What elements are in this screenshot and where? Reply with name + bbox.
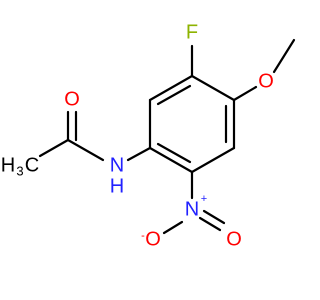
methoxy-oxygen-atom-label: O xyxy=(258,70,274,92)
structure-diagram: F O N H O H 3 C N + O - O xyxy=(1,21,296,250)
amide-nitrogen-symbol: N xyxy=(110,154,124,176)
bond-c4-methoxy-oxygen xyxy=(232,85,258,102)
nitro-oxygen-anion-label: O - xyxy=(141,228,161,250)
bond-carbonyl-methyl xyxy=(38,138,70,158)
nitro-oxygen-double-label: O xyxy=(226,228,242,250)
nitro-nitrogen-label: N + xyxy=(185,193,207,220)
nitro-nitrogen-charge: + xyxy=(201,193,207,205)
ring-bond-c5-c6 xyxy=(190,146,236,174)
bond-c1-amide-nitrogen xyxy=(126,146,152,162)
bond-nitro-nitrogen-oxygen-anion xyxy=(162,220,184,235)
methyl-h-count: 3 xyxy=(16,163,23,178)
bond-amide-nitrogen-carbonyl xyxy=(66,138,105,162)
ring-bond-c6-c1 xyxy=(148,146,194,174)
carbonyl-oxygen-atom-label: O xyxy=(64,88,80,110)
bond-nitro-nitrogen-oxygen-double-b xyxy=(202,209,226,225)
nitro-oxygen-anion-charge: - xyxy=(141,230,145,242)
methyl-h-symbol: H xyxy=(1,154,15,176)
bond-methoxy-oxygen-methyl xyxy=(272,38,296,74)
methyl-c-symbol: C xyxy=(25,154,39,176)
ring-bond-c2-c3 xyxy=(148,74,194,102)
amide-nh-label: N H xyxy=(110,154,124,197)
bond-nitro-nitrogen-oxygen-double-a xyxy=(198,216,222,232)
ring-bond-c6-c1-inner xyxy=(156,142,192,164)
acetyl-methyl-label: H 3 C xyxy=(1,154,39,178)
amide-hydrogen-symbol: H xyxy=(110,175,124,197)
benzene-ring xyxy=(148,74,236,174)
nitro-nitrogen-symbol: N xyxy=(185,198,199,220)
ring-bond-c3-c4 xyxy=(190,74,236,102)
ring-bond-c2-c3-inner xyxy=(156,84,192,106)
fluorine-atom-label: F xyxy=(186,21,198,43)
nitro-oxygen-anion-symbol: O xyxy=(145,228,161,250)
